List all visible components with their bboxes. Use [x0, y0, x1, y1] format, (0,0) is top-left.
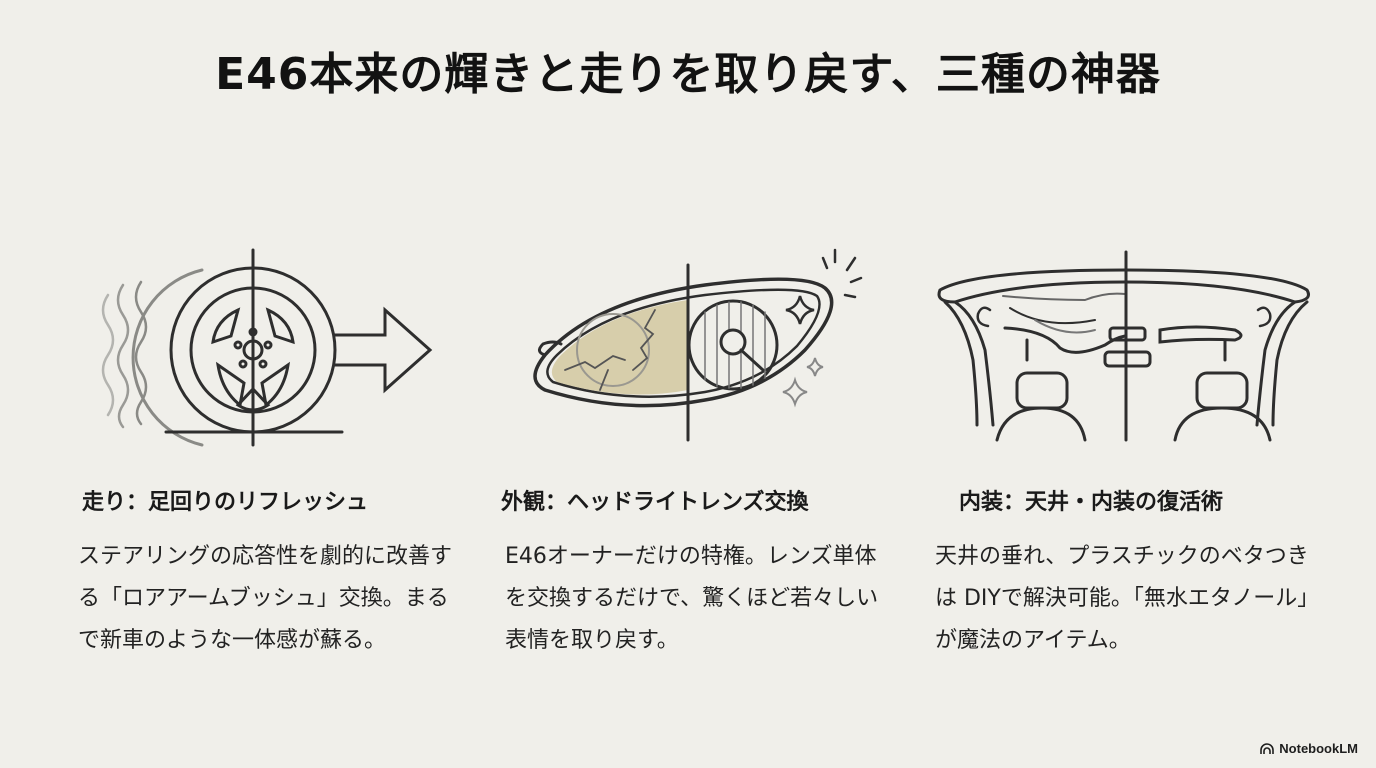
headlight-before-after-icon [505, 240, 925, 442]
wheel-motion-icon [78, 240, 498, 447]
feature-heading: 内装：天井・内装の復活術 [959, 490, 1224, 515]
feature-description: E46オーナーだけの特権。レンズ単体を交換するだけで、驚くほど若々しい表情を取り… [505, 544, 879, 653]
feature-heading: 走り：足回りのリフレッシュ [82, 490, 369, 515]
feature-description: ステアリングの応答性を劇的に改善する「ロアアームブッシュ」交換。まるで新車のよう… [78, 544, 453, 653]
notebooklm-branding: NotebookLM [1260, 741, 1358, 756]
notebooklm-logo-icon [1260, 742, 1275, 754]
feature-description: 天井の垂れ、プラスチックのベタつきは DIYで解決可能。「無水エタノール」が魔法… [935, 544, 1309, 653]
feature-heading: 外観：ヘッドライトレンズ交換 [501, 490, 809, 515]
page-title: E46本来の輝きと走りを取り戻す、三種の神器 [215, 49, 1161, 100]
car-interior-headliner-icon [935, 240, 1355, 442]
brand-label: NotebookLM [1279, 741, 1358, 756]
